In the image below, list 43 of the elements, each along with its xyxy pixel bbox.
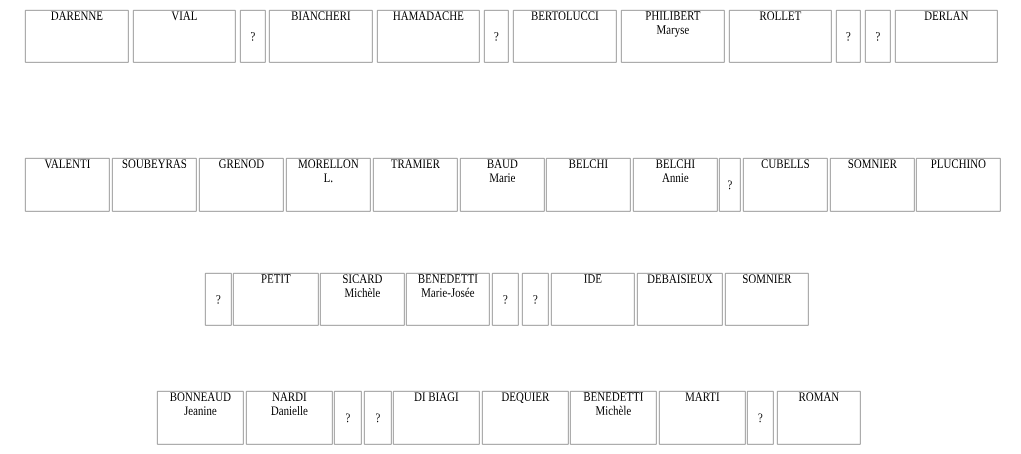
name-box: GRENOD [199, 158, 284, 212]
name-box: VALENTI [25, 158, 110, 212]
name-box: BELCHI Annie [633, 158, 718, 212]
name-box: ? [334, 391, 362, 445]
name-box: ? [492, 273, 519, 326]
name-box: SOUBEYRAS [112, 158, 197, 212]
name-box: PLUCHINO [916, 158, 1001, 212]
name-box: IDE [551, 273, 635, 326]
name-box: ? [205, 273, 232, 326]
name-box: ? [240, 10, 266, 63]
name-box: DI BIAGI [393, 391, 480, 445]
name-box: DEQUIER [482, 391, 569, 445]
name-box: SOMNIER [830, 158, 915, 212]
name-box: SOMNIER [725, 273, 809, 326]
name-box: ? [865, 10, 891, 63]
name-box: PHILIBERT Maryse [621, 10, 725, 63]
name-box: CUBELLS [743, 158, 828, 212]
name-box: VIAL [133, 10, 236, 63]
name-box: ? [484, 10, 509, 63]
name-box: BENEDETTI Michèle [570, 391, 657, 445]
name-box: ? [364, 391, 392, 445]
name-box: DERLAN [895, 10, 998, 63]
name-box: BAUD Marie [460, 158, 545, 212]
name-box: TRAMIER [373, 158, 458, 212]
name-box: NARDI Danielle [246, 391, 333, 445]
name-box: ? [836, 10, 861, 63]
name-box: PETIT [233, 273, 319, 326]
name-box: MARTI [659, 391, 746, 445]
name-box: ? [747, 391, 774, 445]
name-box: DARENNE [25, 10, 129, 63]
name-box: SICARD Michèle [320, 273, 405, 326]
name-box: BELCHI [546, 158, 631, 212]
name-box: ? [522, 273, 549, 326]
name-box: ROLLET [729, 10, 832, 63]
name-box: MORELLON L. [286, 158, 371, 212]
name-box: BONNEAUD Jeanine [157, 391, 244, 445]
name-box: HAMADACHE [377, 10, 480, 63]
name-box: BIANCHERI [269, 10, 373, 63]
name-box: DEBAISIEUX [637, 273, 723, 326]
name-box: ? [719, 158, 741, 212]
name-box: BERTOLUCCI [513, 10, 617, 63]
name-box: ROMAN [777, 391, 861, 445]
name-box: BENEDETTI Marie-Josée [406, 273, 490, 326]
